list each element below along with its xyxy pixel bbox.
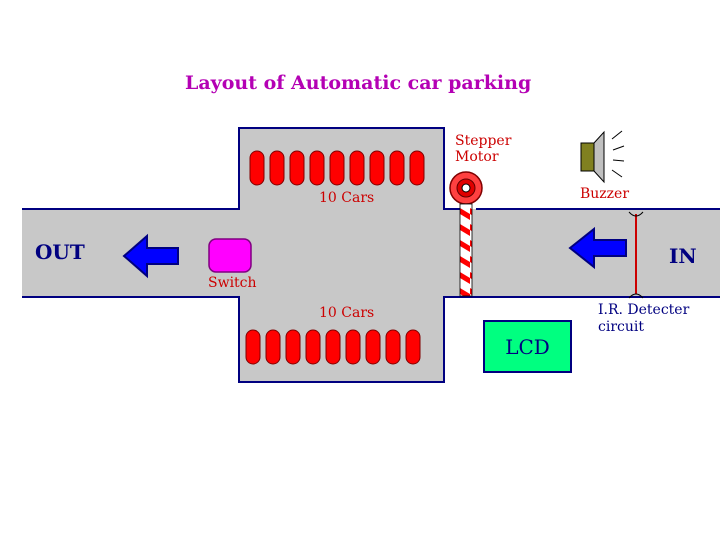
- car-bottom-7: [365, 329, 381, 365]
- lcd-label: LCD: [505, 334, 550, 359]
- cars-top-row: [249, 150, 425, 186]
- in-arrow-icon: [568, 226, 627, 270]
- ir-detector-icon: [628, 211, 644, 299]
- cars-top-label: 10 Cars: [319, 190, 375, 206]
- car-top-3: [289, 150, 305, 186]
- car-bottom-3: [285, 329, 301, 365]
- car-top-4: [309, 150, 325, 186]
- stepper-motor-label-2: Motor: [455, 149, 499, 165]
- cars-bottom-row: [245, 329, 421, 365]
- car-bottom-1: [245, 329, 261, 365]
- out-arrow-icon: [122, 233, 179, 279]
- car-top-6: [349, 150, 365, 186]
- buzzer-label: Buzzer: [580, 186, 630, 202]
- switch-label: Switch: [208, 275, 257, 291]
- car-bottom-8: [385, 329, 401, 365]
- car-bottom-4: [305, 329, 321, 365]
- ir-detector-label-2: circuit: [598, 319, 644, 335]
- stepper-motor-icon: [449, 171, 483, 205]
- in-label: IN: [669, 244, 697, 268]
- ir-detector-label-1: I.R. Detecter: [598, 302, 690, 318]
- switch-icon: [208, 238, 252, 273]
- car-bottom-9: [405, 329, 421, 365]
- car-bottom-6: [345, 329, 361, 365]
- car-top-9: [409, 150, 425, 186]
- out-label: OUT: [35, 240, 85, 264]
- diagram-title: Layout of Automatic car parking: [185, 72, 532, 94]
- barrier-gate: [459, 203, 473, 297]
- car-top-1: [249, 150, 265, 186]
- stepper-motor-label-1: Stepper: [455, 133, 512, 149]
- car-top-7: [369, 150, 385, 186]
- road-area: [22, 128, 720, 382]
- road-border-top: [22, 127, 470, 210]
- car-bottom-5: [325, 329, 341, 365]
- car-top-5: [329, 150, 345, 186]
- car-top-8: [389, 150, 405, 186]
- cars-bottom-label: 10 Cars: [319, 305, 375, 321]
- car-bottom-2: [265, 329, 281, 365]
- road-border-bottom: [22, 296, 720, 383]
- car-top-2: [269, 150, 285, 186]
- buzzer-icon: [580, 130, 625, 184]
- lcd-display: LCD: [483, 320, 572, 373]
